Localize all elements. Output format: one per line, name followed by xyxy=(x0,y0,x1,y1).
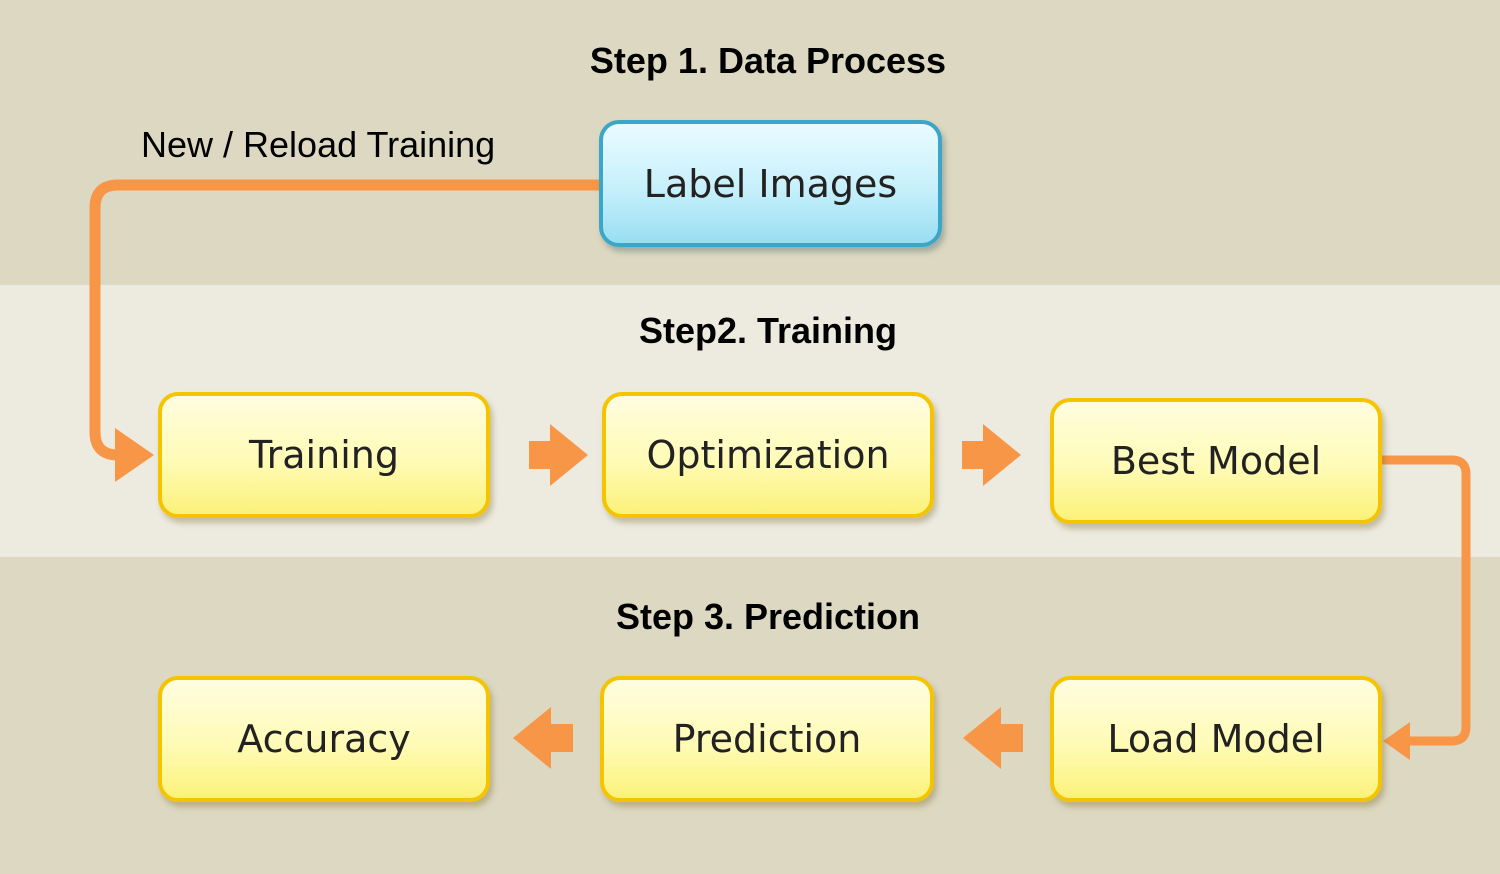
node-training[interactable]: Training xyxy=(158,392,490,518)
node-optimization[interactable]: Optimization xyxy=(602,392,934,518)
node-accuracy[interactable]: Accuracy xyxy=(158,676,490,802)
heading-step1: Step 1. Data Process xyxy=(589,40,947,81)
node-load-model[interactable]: Load Model xyxy=(1050,676,1382,802)
arrow-prediction-to-accuracy xyxy=(513,707,573,769)
connector-best-to-load xyxy=(1382,455,1471,746)
node-label-images[interactable]: Label Images xyxy=(599,120,942,247)
arrowhead-to-load-model xyxy=(1383,722,1410,760)
new-reload-training-label: New / Reload Training xyxy=(141,124,496,165)
node-best-model[interactable]: Best Model xyxy=(1050,398,1382,524)
arrow-load-to-prediction xyxy=(963,707,1023,769)
heading-step3: Step 3. Prediction xyxy=(615,596,921,637)
connector-label-to-training xyxy=(89,179,600,461)
arrow-training-to-optimization xyxy=(529,424,588,486)
heading-step2: Step2. Training xyxy=(638,310,898,351)
arrow-optimization-to-best-model xyxy=(962,424,1021,486)
arrowhead-to-training xyxy=(115,428,154,482)
node-prediction[interactable]: Prediction xyxy=(600,676,934,802)
